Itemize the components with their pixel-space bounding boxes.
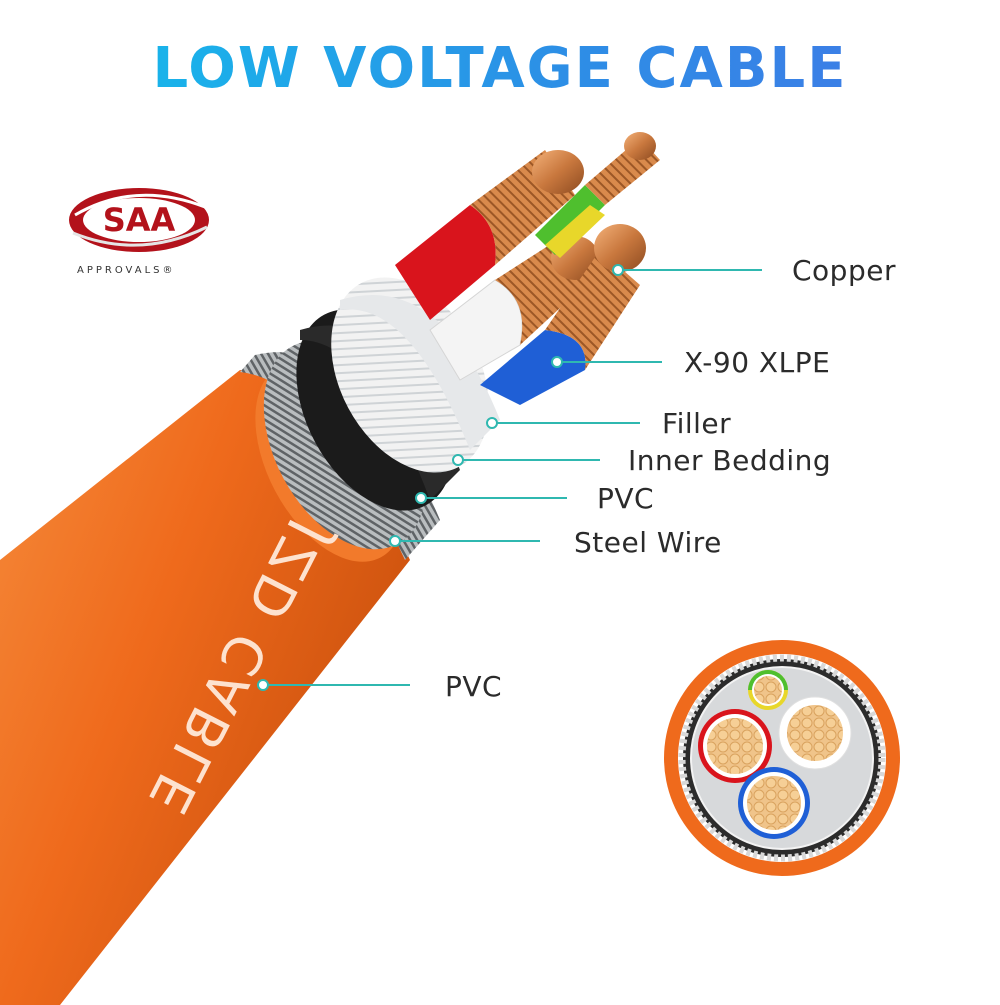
label-filler: Filler	[662, 407, 732, 440]
label-pvc-inner: PVC	[597, 482, 655, 515]
page-title: LOW VOLTAGE CABLE	[152, 36, 848, 101]
label-pvc-outer: PVC	[445, 670, 503, 703]
saa-approvals-badge: SAA APPROVALS®	[65, 175, 215, 285]
leader-lines	[257, 264, 762, 691]
label-copper: Copper	[792, 254, 896, 287]
red-core-insulation	[395, 205, 496, 320]
label-inner-bedding: Inner Bedding	[628, 444, 832, 477]
cable-cross-section	[664, 640, 900, 876]
blue-core-insulation	[480, 330, 586, 405]
steel-wire-ring	[678, 654, 886, 862]
saa-logo-icon: SAA	[69, 188, 209, 252]
earth-core-insulation	[535, 185, 605, 255]
label-xlpe: X-90 XLPE	[684, 346, 831, 379]
label-steel-wire: Steel Wire	[574, 526, 722, 559]
svg-text:SAA: SAA	[103, 201, 176, 239]
saa-caption: APPROVALS®	[77, 265, 176, 276]
